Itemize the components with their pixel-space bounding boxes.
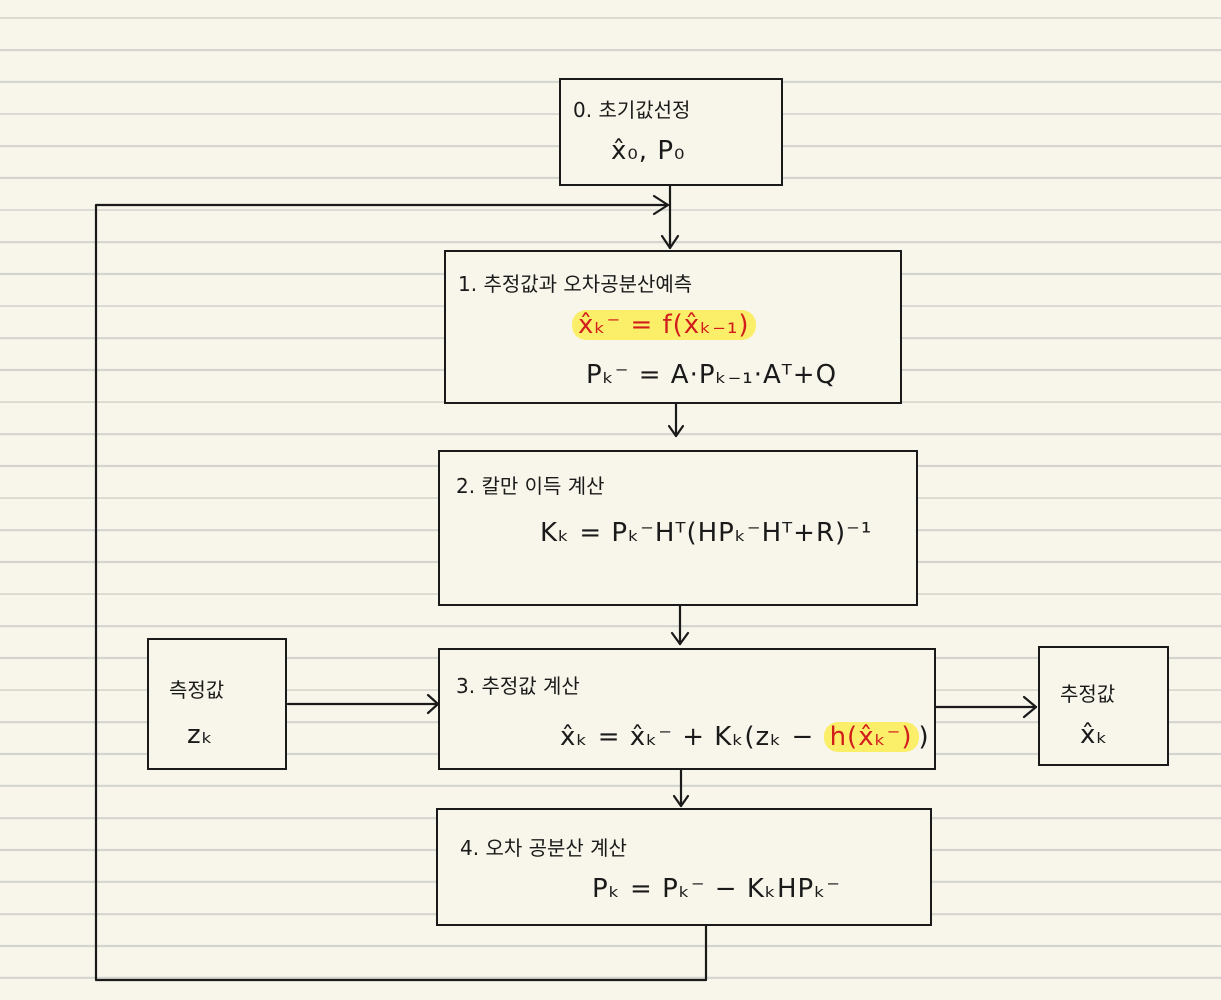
step-estimate-eq-main: x̂ₖ = x̂ₖ⁻ + Kₖ(zₖ − [560,722,815,752]
output-label: 추정값 [1060,682,1116,706]
arrowhead-estimate-to-covariance [672,794,690,808]
step-predict-title: 1. 추정값과 오차공분산예측 [458,272,693,296]
step-estimate-eq-close: ) [918,722,930,752]
step-gain-eq: Kₖ = Pₖ⁻Hᵀ(HPₖ⁻Hᵀ+R)⁻¹ [540,518,873,548]
step-init-box: 0. 초기값선정 x̂₀, P₀ [559,78,783,186]
arrowhead-measurement [426,693,440,715]
output-symbol: x̂ₖ [1080,720,1109,750]
step-predict-box: 1. 추정값과 오차공분산예측 x̂ₖ⁻ = f(x̂ₖ₋₁) Pₖ⁻ = A·… [444,250,902,404]
arrowhead-output [1022,695,1038,719]
step-predict-eq-cov: Pₖ⁻ = A·Pₖ₋₁·Aᵀ+Q [586,360,838,390]
arrowhead-feedback [652,194,670,216]
step-estimate-eq: x̂ₖ = x̂ₖ⁻ + Kₖ(zₖ − h(x̂ₖ⁻)) [560,722,930,752]
arrowhead-predict-to-gain [667,424,685,438]
step-estimate-eq-measurement-fn: h(x̂ₖ⁻) [823,722,919,752]
arrowhead-gain-to-estimate [670,631,690,646]
step-covariance-eq: Pₖ = Pₖ⁻ − KₖHPₖ⁻ [592,874,841,904]
step-gain-box: 2. 칼만 이득 계산 Kₖ = Pₖ⁻Hᵀ(HPₖ⁻Hᵀ+R)⁻¹ [438,450,918,606]
measurement-box: 측정값 zₖ [147,638,287,770]
output-box: 추정값 x̂ₖ [1038,646,1169,766]
step-gain-title: 2. 칼만 이득 계산 [456,474,605,498]
step-init-eq: x̂₀, P₀ [611,136,686,166]
arrowhead-init-to-predict [660,234,680,250]
measurement-symbol: zₖ [187,720,214,750]
step-predict-eq-state: x̂ₖ⁻ = f(x̂ₖ₋₁) [572,310,756,340]
step-estimate-box: 3. 추정값 계산 x̂ₖ = x̂ₖ⁻ + Kₖ(zₖ − h(x̂ₖ⁻)) [438,648,936,770]
step-estimate-title: 3. 추정값 계산 [456,674,580,698]
measurement-label: 측정값 [169,678,225,702]
step-init-title: 0. 초기값선정 [573,98,691,122]
step-covariance-title: 4. 오차 공분산 계산 [460,836,627,860]
step-covariance-box: 4. 오차 공분산 계산 Pₖ = Pₖ⁻ − KₖHPₖ⁻ [436,808,932,926]
